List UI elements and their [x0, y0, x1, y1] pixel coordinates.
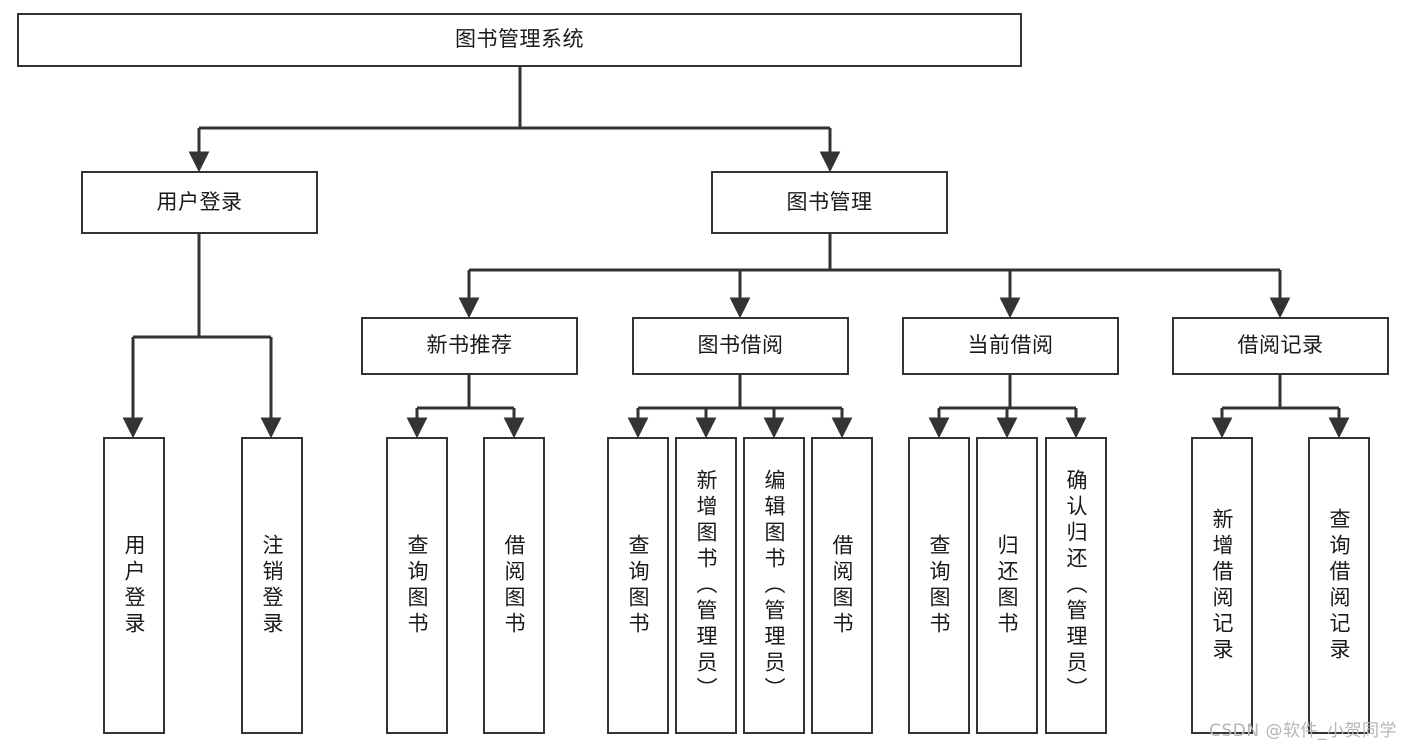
node-label: 借阅图书	[502, 533, 527, 638]
node-book-manage[interactable]: 图书管理	[711, 171, 948, 234]
node-book-borrow[interactable]: 图书借阅	[632, 317, 849, 375]
node-label: 当前借阅	[967, 333, 1054, 358]
node-label: 编辑图书（管理员）	[762, 468, 787, 703]
leaf-user-login-0[interactable]: 用户登录	[103, 437, 165, 734]
node-label: 图书借阅	[697, 333, 784, 358]
node-label: 借阅图书	[830, 533, 855, 638]
leaf-book-borrow-3[interactable]: 借阅图书	[811, 437, 873, 734]
node-label: 查询图书	[405, 533, 430, 638]
node-label: 新增图书（管理员）	[694, 468, 719, 703]
leaf-book-borrow-1[interactable]: 新增图书（管理员）	[675, 437, 737, 734]
node-label: 注销登录	[260, 533, 285, 638]
node-label: 归还图书	[995, 533, 1020, 638]
node-user-login[interactable]: 用户登录	[81, 171, 318, 234]
leaf-new-book-recommend-0[interactable]: 查询图书	[386, 437, 448, 734]
node-current-borrow[interactable]: 当前借阅	[902, 317, 1119, 375]
node-label: 查询图书	[626, 533, 651, 638]
leaf-new-book-recommend-1[interactable]: 借阅图书	[483, 437, 545, 734]
leaf-book-borrow-0[interactable]: 查询图书	[607, 437, 669, 734]
node-label: 查询借阅记录	[1327, 507, 1352, 664]
leaf-borrow-record-0[interactable]: 新增借阅记录	[1191, 437, 1253, 734]
leaf-current-borrow-2[interactable]: 确认归还（管理员）	[1045, 437, 1107, 734]
node-label: 用户登录	[122, 533, 147, 638]
node-borrow-record[interactable]: 借阅记录	[1172, 317, 1389, 375]
node-label: 图书管理系统	[455, 27, 584, 52]
node-label: 借阅记录	[1237, 333, 1324, 358]
node-label: 图书管理	[786, 189, 873, 214]
node-label: 用户登录	[156, 189, 243, 214]
node-new-book-recommend[interactable]: 新书推荐	[361, 317, 578, 375]
watermark: CSDN @软件_小贺同学	[1209, 721, 1397, 741]
node-label: 新增借阅记录	[1210, 507, 1235, 664]
leaf-current-borrow-0[interactable]: 查询图书	[908, 437, 970, 734]
leaf-user-login-1[interactable]: 注销登录	[241, 437, 303, 734]
leaf-borrow-record-1[interactable]: 查询借阅记录	[1308, 437, 1370, 734]
node-label: 新书推荐	[426, 333, 513, 358]
node-label: 查询图书	[927, 533, 952, 638]
leaf-book-borrow-2[interactable]: 编辑图书（管理员）	[743, 437, 805, 734]
leaf-current-borrow-1[interactable]: 归还图书	[976, 437, 1038, 734]
node-label: 确认归还（管理员）	[1064, 468, 1089, 703]
node-system-root[interactable]: 图书管理系统	[17, 13, 1022, 67]
